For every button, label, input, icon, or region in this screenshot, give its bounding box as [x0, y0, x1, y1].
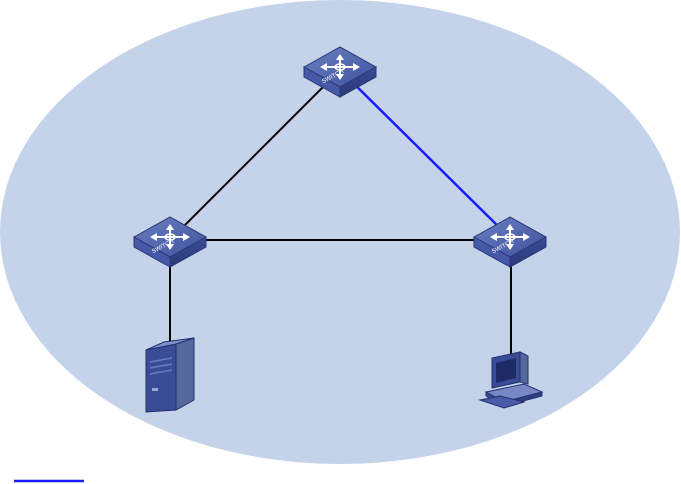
server-icon: [146, 338, 194, 412]
